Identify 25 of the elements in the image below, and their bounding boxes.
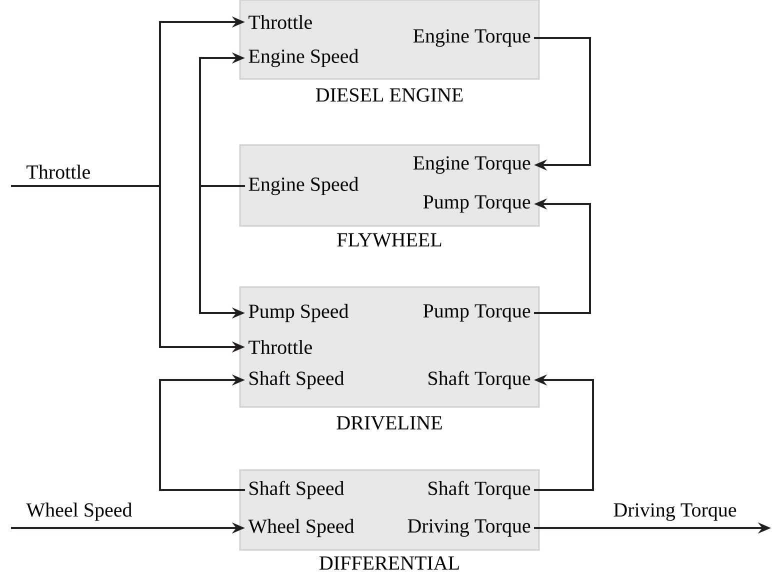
port-label: Engine Speed — [248, 176, 358, 196]
arrow — [534, 37, 591, 171]
edge-label: Driving Torque — [612, 502, 738, 522]
port-label: Engine Torque — [413, 29, 530, 47]
node-label: FLYWHEEL — [337, 233, 442, 247]
arrow — [199, 52, 245, 187]
port-label: Pump Torque — [423, 195, 530, 213]
node-label: DIFFERENTIAL — [320, 556, 459, 570]
port-label: Engine Torque — [413, 156, 530, 174]
edge-label: Wheel Speed — [25, 502, 134, 522]
port-label: Pump Torque — [423, 304, 530, 322]
port-label: Shaft Torque — [428, 480, 530, 500]
port-label: Shaft Speed — [250, 480, 344, 500]
node-label: DIESEL ENGINE — [316, 88, 463, 102]
port-label: Pump Speed — [248, 304, 349, 322]
node-label: DRIVELINE — [336, 416, 442, 430]
port-label: Engine Speed — [248, 48, 358, 68]
port-label: Driving Torque — [408, 519, 530, 537]
port-label: Shaft Torque — [428, 370, 530, 390]
port-label: Throttle — [248, 340, 312, 354]
edge-label: Throttle — [25, 164, 92, 180]
port-label: Wheel Speed — [248, 518, 354, 538]
port-label: Throttle — [248, 14, 312, 30]
port-label: Shaft Speed — [250, 370, 344, 390]
arrow — [159, 374, 245, 491]
